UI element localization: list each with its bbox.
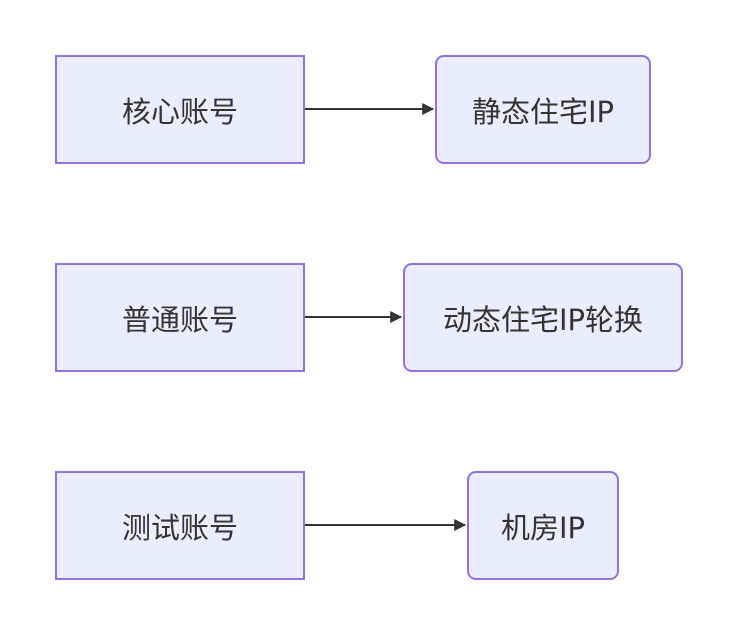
node-static-residential-ip: 静态住宅IP (435, 55, 651, 164)
node-test-account: 测试账号 (55, 471, 305, 580)
node-normal-account: 普通账号 (55, 263, 305, 372)
node-dynamic-residential-ip: 动态住宅IP轮换 (403, 263, 683, 372)
node-static-residential-ip-label: 静态住宅IP (471, 94, 615, 129)
node-datacenter-ip-label: 机房IP (500, 510, 586, 545)
node-core-account-label: 核心账号 (121, 94, 238, 129)
node-dynamic-residential-ip-label: 动态住宅IP轮换 (442, 302, 644, 337)
node-normal-account-label: 普通账号 (121, 302, 238, 337)
node-test-account-label: 测试账号 (121, 510, 238, 545)
node-core-account: 核心账号 (55, 55, 305, 164)
node-datacenter-ip: 机房IP (467, 471, 619, 580)
